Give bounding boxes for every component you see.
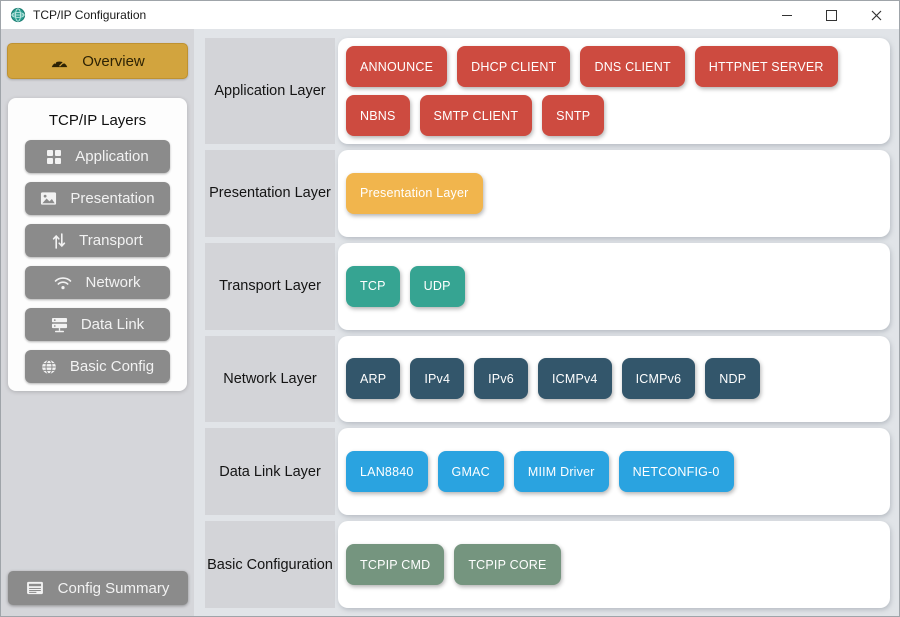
module-chip[interactable]: SNTP [542, 95, 605, 136]
sidebar: Overview TCP/IP Layers Application [1, 29, 194, 616]
config-summary-button[interactable]: Config Summary [7, 571, 188, 605]
module-chip[interactable]: MIIM Driver [513, 451, 609, 493]
wifi-icon [54, 276, 72, 290]
grid-icon [46, 149, 62, 165]
tcpip-app-icon [10, 7, 26, 23]
presentation-layer-panel: Presentation Layer [338, 150, 890, 237]
sidebar-item-label: Presentation [70, 190, 155, 207]
module-chip[interactable]: ICMPv6 [621, 358, 696, 400]
config-summary-label: Config Summary [57, 579, 170, 597]
window-title: TCP/IP Configuration [33, 8, 147, 22]
sidebar-item-application[interactable]: Application [25, 140, 170, 173]
module-chip[interactable]: ANNOUNCE [346, 46, 448, 87]
sidebar-item-label: Basic Config [69, 358, 155, 375]
minimize-icon [781, 14, 792, 16]
module-chip[interactable]: SMTP CLIENT [419, 95, 533, 136]
sort-arrows-icon [52, 232, 66, 249]
overview-button[interactable]: Overview [7, 43, 188, 79]
module-chip[interactable]: TCP [346, 265, 400, 307]
module-chip[interactable]: HTTPNET SERVER [694, 46, 838, 87]
gauge-icon [50, 54, 69, 69]
sidebar-item-label: Transport [79, 232, 143, 249]
sidebar-item-presentation[interactable]: Presentation [25, 182, 170, 215]
window-controls [764, 1, 899, 29]
sidebar-item-data-link[interactable]: Data Link [25, 308, 170, 341]
module-chip[interactable]: GMAC [437, 451, 504, 493]
row-label-presentation-layer: Presentation Layer [205, 150, 335, 237]
module-chip[interactable]: ARP [346, 358, 401, 400]
module-chip[interactable]: Presentation Layer [346, 172, 483, 214]
minimize-button[interactable] [764, 1, 809, 29]
row-label-data-link-layer: Data Link Layer [205, 428, 335, 516]
sidebar-item-label: Application [75, 148, 149, 165]
module-chip[interactable]: UDP [409, 265, 465, 307]
maximize-button[interactable] [809, 1, 854, 29]
title-bar: TCP/IP Configuration [1, 1, 899, 29]
module-chip[interactable]: TCPIP CORE [454, 544, 561, 586]
layers-panel-title: TCP/IP Layers [48, 112, 147, 129]
module-chip[interactable]: IPv6 [474, 358, 528, 400]
globe-icon [41, 359, 57, 375]
sidebar-item-label: Data Link [80, 316, 145, 333]
server-rack-icon [51, 317, 68, 333]
close-icon [871, 10, 882, 20]
sidebar-item-network[interactable]: Network [25, 266, 170, 299]
module-chip[interactable]: IPv4 [410, 358, 465, 400]
tcpip-layers-panel: TCP/IP Layers Application [8, 98, 187, 391]
sidebar-spacer [1, 391, 194, 571]
sidebar-item-transport[interactable]: Transport [25, 224, 170, 257]
module-chip[interactable]: TCPIP CMD [346, 544, 445, 586]
module-chip[interactable]: DNS CLIENT [580, 46, 685, 87]
image-icon [40, 191, 57, 206]
module-chip[interactable]: NDP [705, 358, 761, 400]
summary-list-icon [26, 581, 44, 595]
row-label-basic-configuration: Basic Configuration [205, 521, 335, 608]
row-label-transport-layer: Transport Layer [205, 242, 335, 330]
module-chip[interactable]: NETCONFIG-0 [618, 451, 734, 493]
window-content: Overview TCP/IP Layers Application [1, 29, 899, 616]
presentation-layer-row: Presentation Layer Presentation Layer [205, 150, 890, 237]
module-chip[interactable]: DHCP CLIENT [457, 46, 571, 87]
sidebar-item-label: Network [85, 274, 141, 291]
row-label-application-layer: Application Layer [205, 38, 335, 144]
module-chip[interactable]: ICMPv4 [537, 358, 612, 400]
module-chip[interactable]: NBNS [346, 95, 410, 136]
sidebar-item-basic-config[interactable]: Basic Config [25, 350, 170, 383]
module-chip[interactable]: LAN8840 [346, 451, 428, 493]
maximize-icon [826, 9, 837, 21]
close-button[interactable] [854, 1, 899, 29]
overview-label: Overview [82, 52, 145, 70]
row-label-network-layer: Network Layer [205, 335, 335, 423]
